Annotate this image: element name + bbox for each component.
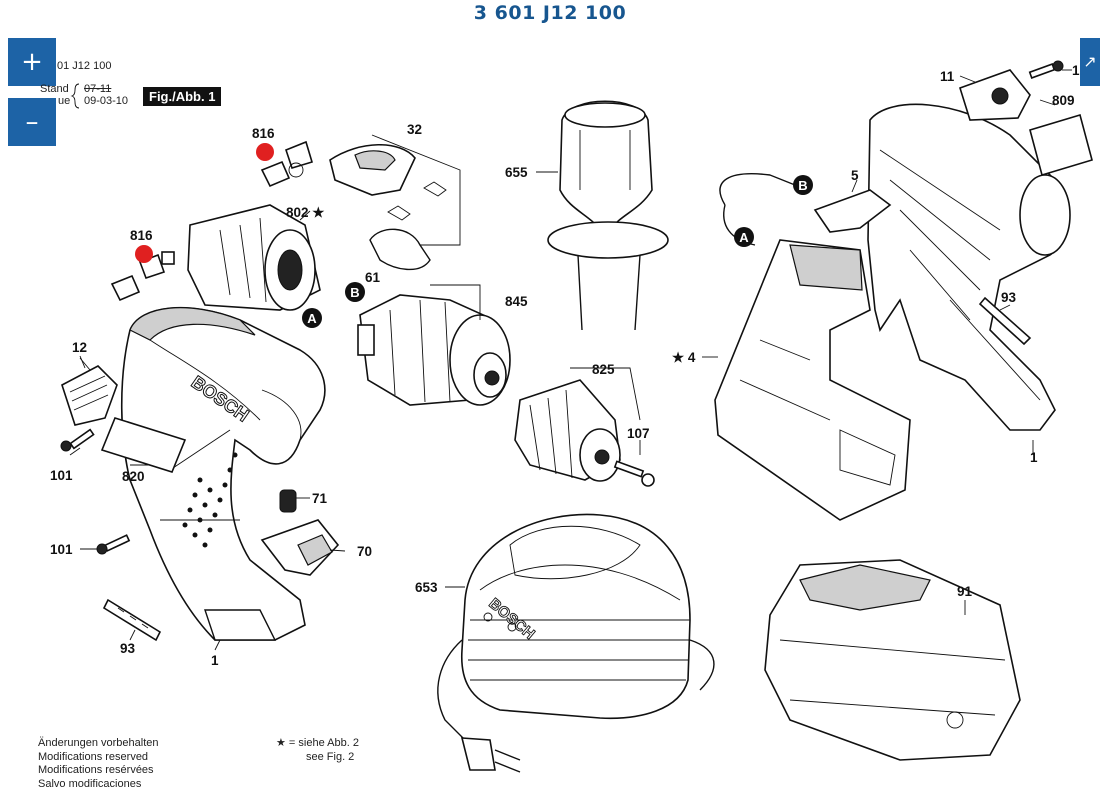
- chuck-825: [514, 379, 621, 482]
- label-816-top: 816: [252, 126, 275, 141]
- screw-1-top: [1028, 60, 1064, 79]
- label-816-left: 816: [130, 228, 153, 243]
- label-11: 11: [940, 69, 955, 84]
- issue-label: ue: [58, 95, 71, 107]
- label-107: 107: [627, 426, 650, 441]
- label-5: 5: [851, 168, 859, 183]
- marker-b-1: B: [345, 282, 365, 302]
- marker-b-2: B: [793, 175, 813, 195]
- label-91: 91: [957, 584, 973, 599]
- footer-line-de: Änderungen vorbehalten: [38, 737, 159, 749]
- label-71: 71: [312, 491, 328, 506]
- star-note: ★ = siehe Abb. 2 see Fig. 2: [276, 737, 359, 764]
- part-5-slider: [813, 189, 892, 233]
- housing-right: [867, 103, 1071, 431]
- bit-93-left: [102, 598, 162, 642]
- charger-653: BOSCH: [437, 513, 715, 773]
- label-32: 32: [407, 122, 422, 137]
- bit-93-right: [978, 296, 1032, 346]
- label-809: [1029, 113, 1093, 177]
- label-825: 825: [592, 362, 615, 377]
- screw-107: [613, 460, 655, 487]
- stand-brace: [70, 83, 80, 109]
- label-93-right: 93: [1001, 290, 1017, 305]
- label-61: 61: [365, 270, 381, 285]
- part-12-switch-plate: [61, 357, 118, 426]
- label-809: 809: [1052, 93, 1075, 108]
- marker-a-2-label: A: [739, 230, 749, 245]
- highlight-dot-816-left: [135, 245, 153, 263]
- stand-value: 07-11: [84, 83, 112, 95]
- marker-a-1-label: A: [307, 311, 317, 326]
- label-1-right: 1: [1030, 450, 1038, 465]
- label-1-top: 1: [1072, 63, 1080, 78]
- label-101-b: 101: [50, 542, 73, 557]
- issue-value: 09-03-10: [84, 95, 129, 107]
- footer-line-fr: Modifications resérvées: [38, 764, 154, 776]
- leader-lines: [69, 69, 1072, 651]
- switch-11: [959, 69, 1031, 121]
- label-820: 820: [122, 469, 145, 484]
- label-101-a: 101: [50, 468, 73, 483]
- holder-655: [547, 100, 669, 331]
- highlight-dot-816-top: [256, 143, 274, 161]
- footer-line-en: Modifications reserved: [38, 750, 149, 763]
- screw-101-b: [96, 534, 131, 555]
- diagram-title: 3 601 J12 100: [473, 2, 627, 24]
- footer-notes: Änderungen vorbehalten Modifications res…: [38, 737, 158, 791]
- label-4: ★ 4: [672, 350, 696, 365]
- marker-b-2-label: B: [798, 178, 807, 193]
- label-655: 655: [505, 165, 528, 180]
- label-653: 653: [415, 580, 438, 595]
- label-12: 12: [72, 340, 87, 355]
- label-93-left: 93: [120, 641, 136, 656]
- zoom-in-button[interactable]: +: [8, 38, 56, 86]
- expand-button[interactable]: ↗: [1080, 38, 1100, 86]
- gearbox-845: [357, 294, 511, 406]
- part-32-cover: [329, 143, 447, 271]
- part-820-label: [100, 417, 187, 473]
- figure-tag: Fig./Abb. 1: [143, 87, 222, 106]
- trigger-switch-70: [260, 519, 340, 576]
- motor-802: [187, 204, 321, 311]
- label-1-left: 1: [211, 653, 219, 668]
- marker-a-2: A: [734, 227, 754, 247]
- footer-line-es: Salvo modificaciones: [38, 777, 142, 790]
- part-number-short: 01 J12 100: [57, 60, 112, 72]
- screw-101-a: [60, 428, 95, 452]
- marker-b-1-label: B: [350, 285, 359, 300]
- housing-left: BOSCH: [120, 306, 326, 641]
- zoom-out-button[interactable]: –: [8, 98, 56, 146]
- label-802: 802 ★: [286, 205, 325, 220]
- stand-label: Stand: [40, 83, 69, 95]
- star-note-line-2: see Fig. 2: [306, 750, 355, 763]
- battery-91: [764, 559, 1021, 761]
- spring-71: [279, 489, 297, 513]
- label-70: 70: [357, 544, 372, 559]
- star-note-line-1: ★ = siehe Abb. 2: [276, 737, 359, 749]
- label-845: 845: [505, 294, 528, 309]
- module-4: [714, 173, 911, 521]
- brush-816-top: [260, 140, 313, 188]
- marker-a-1: A: [302, 308, 322, 328]
